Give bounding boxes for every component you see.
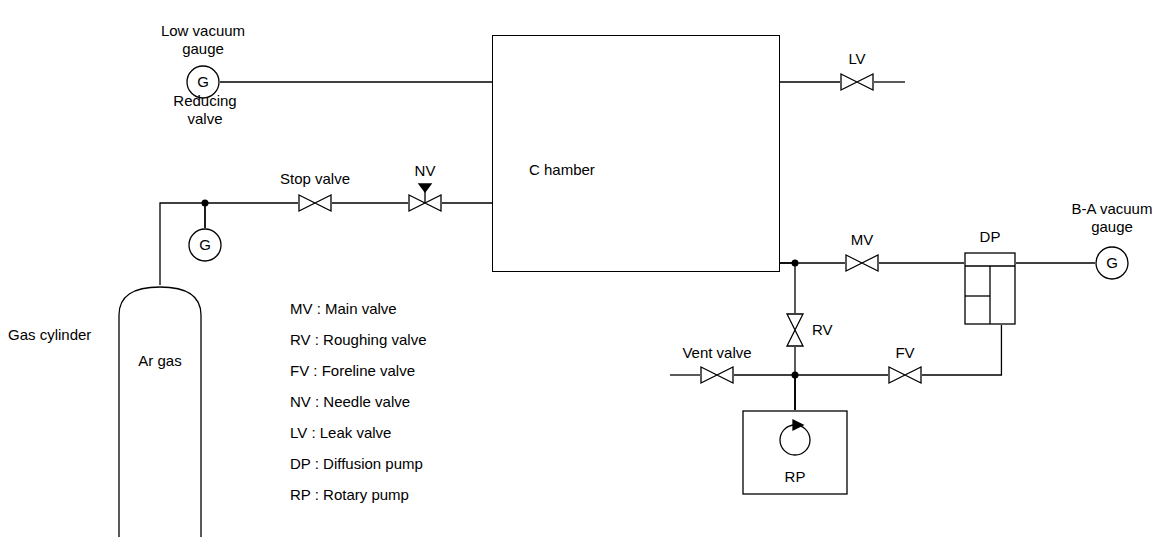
needle-valve-symbol-outline xyxy=(408,194,442,212)
valve-symbol: LV xyxy=(840,73,874,91)
pipe-line xyxy=(795,375,888,410)
pipe-line xyxy=(734,375,795,410)
node-label: C hamber xyxy=(529,161,649,179)
valve-symbol-outline xyxy=(298,194,332,212)
valve-symbol: RV xyxy=(786,313,804,347)
node-label: LV xyxy=(837,50,877,68)
node-label: Gas cylinder xyxy=(8,326,113,344)
pipe-line xyxy=(442,202,492,203)
valve-symbol-outline xyxy=(845,254,879,272)
abbreviation-note: FV : Foreline valve xyxy=(290,362,415,380)
node-label: Stop valve xyxy=(270,170,360,188)
abbreviation-note: LV : Leak valve xyxy=(290,424,391,442)
abbreviation-note: RP : Rotary pump xyxy=(290,486,409,504)
valve-symbol: FV xyxy=(888,366,922,384)
gauge-letter: G xyxy=(197,73,209,91)
pipe-line xyxy=(220,81,492,82)
pipe-line xyxy=(780,263,795,313)
node-label: RV xyxy=(812,321,852,339)
abbreviation-note: DP : Diffusion pump xyxy=(290,455,423,473)
abbreviation-note: MV : Main valve xyxy=(290,300,397,318)
node-label: MV xyxy=(842,231,882,249)
pipe-line xyxy=(780,81,840,82)
rotary-pump: RP xyxy=(742,410,848,495)
gauge-letter: G xyxy=(199,236,211,254)
node-label: RP xyxy=(742,468,848,486)
node-label: Vent valve xyxy=(672,344,762,362)
vacuum-gauge: B-A vacuum gaugeG xyxy=(1095,246,1129,280)
pressure-gauge: Reducing valveG xyxy=(188,228,222,262)
gas-cylinder: Gas cylinderAr gas xyxy=(118,285,202,537)
valve-symbol-outline xyxy=(786,313,804,347)
gas-cylinder-outline xyxy=(118,285,202,537)
diffusion-pump: DP xyxy=(964,252,1016,325)
node-label: DP xyxy=(960,228,1020,246)
valve-symbol-outline xyxy=(700,366,734,384)
pipe-line xyxy=(879,262,964,263)
chamber-box: C hamber xyxy=(492,35,780,272)
valve-symbol: Vent valve xyxy=(700,366,734,384)
pipe-line xyxy=(1016,262,1095,263)
node-label: B-A vacuum gauge xyxy=(1062,200,1162,236)
node-label: Low vacuum gauge xyxy=(153,22,253,58)
leak-outlet-pipe xyxy=(874,81,905,82)
valve-symbol: MV xyxy=(845,254,879,272)
valve-symbol-outline xyxy=(888,366,922,384)
needle-valve-symbol: NV xyxy=(408,194,442,212)
valve-symbol-outline xyxy=(840,73,874,91)
node-label: Ar gas xyxy=(118,352,202,370)
pipe-line xyxy=(332,202,408,203)
vent-outlet-pipe xyxy=(670,374,700,375)
node-label: FV xyxy=(885,344,925,362)
valve-symbol: Stop valve xyxy=(298,194,332,212)
node-label: NV xyxy=(405,162,445,180)
abbreviation-note: NV : Needle valve xyxy=(290,393,410,411)
gauge-letter: G xyxy=(1106,254,1118,272)
abbreviation-note: RV : Roughing valve xyxy=(290,331,426,349)
diffusion-pump-outline xyxy=(964,252,1016,325)
node-label: Reducing valve xyxy=(160,92,250,128)
pipe-line xyxy=(205,203,298,228)
pipe-line xyxy=(922,325,1001,375)
